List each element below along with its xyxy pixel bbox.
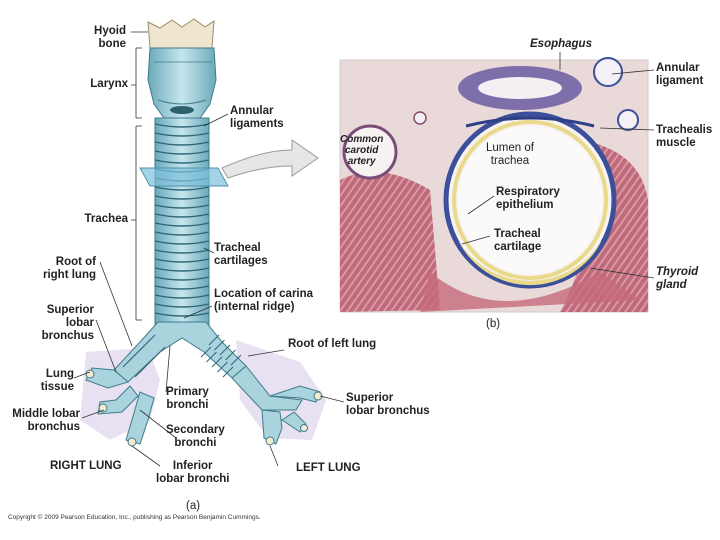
bronchus-ring bbox=[200, 346, 212, 358]
bronchus-ring bbox=[206, 351, 217, 363]
tracheal-ring bbox=[154, 312, 210, 317]
bronchus-ring bbox=[230, 354, 242, 366]
bronchus-ring bbox=[217, 361, 228, 373]
bronchus-ring bbox=[208, 334, 220, 346]
tracheal-ring bbox=[154, 213, 210, 218]
caption-b: (b) bbox=[486, 318, 501, 330]
tracheal-ring bbox=[154, 132, 210, 137]
bronchus-ring bbox=[222, 366, 234, 378]
bronchus-ring bbox=[225, 349, 236, 361]
hyoid-bone bbox=[147, 18, 215, 49]
section-plane bbox=[139, 167, 229, 187]
bronchus-ring bbox=[122, 356, 134, 368]
tracheal-ring bbox=[154, 249, 210, 254]
tracheal-ring bbox=[154, 222, 210, 227]
tracheal-ring bbox=[154, 258, 210, 263]
caption-a: (a) bbox=[186, 500, 201, 512]
bronchial-tree bbox=[85, 321, 323, 447]
label-larynx: Larynx bbox=[90, 78, 128, 90]
label-right-lung: RIGHT LUNG bbox=[50, 460, 122, 472]
tracheal-ring bbox=[154, 123, 210, 128]
tracheal-ring bbox=[154, 240, 210, 245]
tracheal-ring bbox=[154, 267, 210, 272]
label-trachea: Trachea bbox=[84, 213, 128, 225]
tracheal-ring bbox=[154, 294, 210, 299]
tracheal-ring bbox=[154, 195, 210, 200]
copyright-notice: Copyright © 2009 Pearson Education, Inc.… bbox=[8, 514, 261, 521]
section-arrow bbox=[221, 139, 319, 179]
label-left-lung: LEFT LUNG bbox=[296, 462, 361, 474]
bronchus-ring bbox=[211, 356, 223, 368]
tracheal-ring bbox=[154, 231, 210, 236]
label-root-left-lung: Root of left lung bbox=[288, 338, 377, 350]
bronchus-ring bbox=[134, 366, 146, 378]
trachea-tube bbox=[154, 117, 210, 327]
bronchus-ring bbox=[219, 344, 231, 356]
leader-lines-b bbox=[461, 52, 655, 279]
tracheal-ring bbox=[154, 276, 210, 281]
tracheal-ring bbox=[154, 204, 210, 209]
leader-lines-a bbox=[73, 31, 345, 467]
tracheal-ring bbox=[154, 285, 210, 290]
tracheal-ring bbox=[154, 303, 210, 308]
label-esophagus: Esophagus bbox=[530, 38, 592, 50]
bronchus-ring bbox=[214, 339, 225, 351]
tracheal-ring bbox=[154, 150, 210, 155]
tracheal-ring bbox=[154, 159, 210, 164]
tracheal-ring bbox=[154, 141, 210, 146]
label-carina: Location of carina(internal ridge) bbox=[214, 288, 314, 313]
tracheal-ring bbox=[154, 186, 210, 191]
histology-section bbox=[339, 57, 649, 313]
larynx bbox=[147, 47, 217, 119]
